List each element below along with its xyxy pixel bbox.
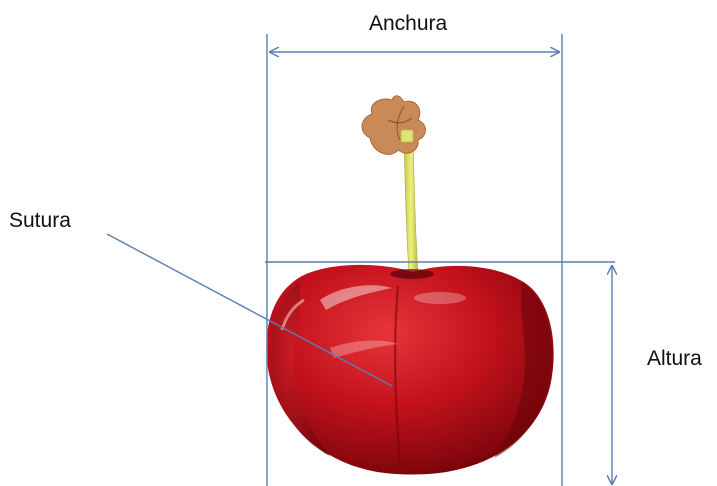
cherry-photo [266,96,553,475]
cherry-stem [404,138,418,272]
suture-label: Sutura [9,210,71,231]
stem-tip [362,96,426,155]
width-label: Anchura [369,13,447,34]
height-label: Altura [647,348,702,369]
